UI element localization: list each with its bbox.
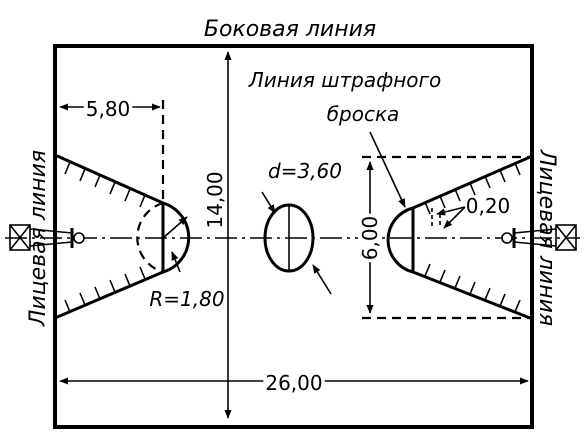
- left-three-second-lower: [54, 270, 164, 320]
- right-three-second-lower: [412, 270, 531, 320]
- right-lower-hatches: [424, 263, 521, 313]
- circle-diameter-label: d=3,60: [268, 159, 342, 183]
- left-free-throw-arc: [162, 201, 191, 274]
- radius-leader-arrow: [171, 251, 181, 273]
- court-length-label-backing: [263, 371, 325, 395]
- free-throw-pointer: [369, 131, 406, 208]
- left-key-area: [54, 100, 191, 320]
- right-ring: [501, 232, 513, 244]
- right-post: [555, 224, 577, 251]
- key-distance-label-backing: [83, 97, 133, 121]
- diameter-arrow-lower: [312, 264, 332, 295]
- offset-arrow-upper: [436, 206, 466, 216]
- court-width-label-backing: [203, 169, 227, 231]
- left-upper-hatches: [64, 161, 146, 208]
- end-line-label-left: Лицевая линия: [26, 150, 51, 327]
- right-backboard: [501, 224, 577, 251]
- key-distance-label: 5,80: [86, 97, 131, 121]
- court-width-label: 14,00: [203, 171, 227, 228]
- free-throw-label-line2: броска: [327, 102, 400, 126]
- line-offset-label: 0,20: [466, 194, 511, 218]
- left-backboard: [9, 224, 85, 251]
- right-free-throw-arc: [386, 206, 414, 274]
- left-radius-arrow: [162, 216, 188, 239]
- free-throw-label-line1: Линия штрафного: [248, 68, 442, 92]
- right-key-area: [362, 131, 531, 320]
- side-line-label: Боковая линия: [204, 17, 376, 42]
- left-free-throw-arc-dashed: [136, 201, 164, 274]
- left-lower-hatches: [64, 266, 146, 313]
- diameter-arrow-upper: [261, 191, 276, 214]
- left-post: [9, 224, 31, 251]
- court-boundary: [53, 44, 534, 429]
- left-ring: [73, 232, 85, 244]
- right-upper-hatches: [424, 162, 521, 215]
- left-three-second-upper: [54, 153, 164, 205]
- arc-radius-label: R=1,80: [149, 287, 224, 311]
- court-length-label: 26,00: [265, 371, 322, 395]
- lane-width-label-backing: [358, 213, 382, 263]
- lane-width-label: 6,00: [358, 216, 382, 261]
- right-three-second-upper: [412, 155, 531, 210]
- offset-arrow-lower: [443, 206, 466, 229]
- center-circle-group: [261, 191, 332, 295]
- end-line-label-right: Лицевая линия: [534, 149, 559, 326]
